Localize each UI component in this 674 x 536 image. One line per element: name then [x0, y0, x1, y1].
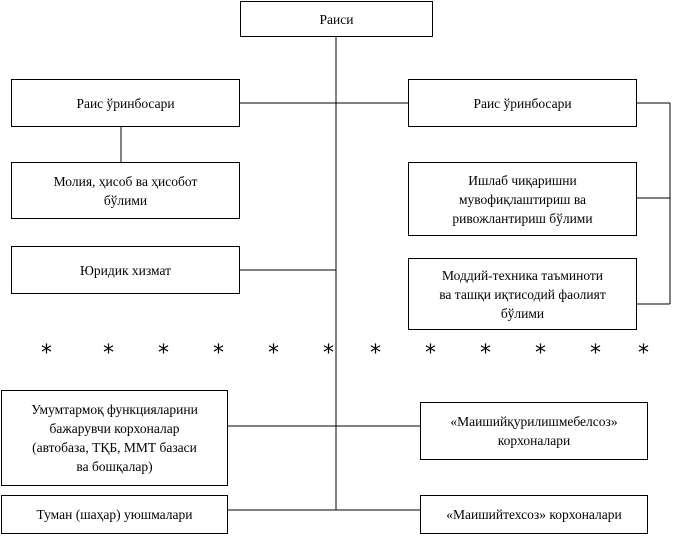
- separator-star: *: [370, 341, 381, 366]
- separator-star: *: [213, 341, 224, 366]
- separator-star: *: [590, 341, 601, 366]
- separator-star: *: [323, 341, 334, 366]
- deputy-left-label: Раис ўринбосари: [76, 95, 175, 111]
- finance-dept-box: Молия, ҳисоб ва ҳисобот бўлими: [11, 162, 240, 219]
- logistics-dept-box: Моддий-техника таъминоти ва ташқи иқтисо…: [408, 258, 637, 330]
- furniture-enterprises-box: «Маишийқурилишмебелсоз» корхоналари: [420, 402, 648, 460]
- district-associations-label: Туман (шаҳар) уюшмалари: [36, 507, 193, 522]
- general-enterprises-label: Умумтармоқ функцияларини бажарувчи корхо…: [31, 402, 198, 474]
- deputy-right-label: Раис ўринбосари: [473, 95, 572, 111]
- furniture-enterprises-label: «Маишийқурилишмебелсоз» корхоналари: [450, 414, 618, 448]
- finance-dept-label: Молия, ҳисоб ва ҳисобот бўлими: [53, 173, 198, 208]
- general-enterprises-box: Умумтармоқ функцияларини бажарувчи корхо…: [1, 390, 228, 486]
- deputy-right-box: Раис ўринбосари: [408, 79, 637, 127]
- chairman-label: Раиси: [319, 11, 354, 27]
- separator-star: *: [41, 341, 52, 366]
- legal-service-label: Юридик хизмат: [80, 262, 171, 278]
- service-enterprises-box: «Маишийтехсоз» корхоналари: [420, 495, 648, 534]
- separator-star: *: [158, 341, 169, 366]
- service-enterprises-label: «Маишийтехсоз» корхоналари: [446, 507, 622, 522]
- production-dept-box: Ишлаб чиқаришни мувофиқлаштириш ва ривож…: [408, 162, 637, 236]
- separator-star: *: [638, 341, 649, 366]
- separator-star: *: [268, 341, 279, 366]
- legal-service-box: Юридик хизмат: [11, 246, 240, 294]
- separator-star: *: [103, 341, 114, 366]
- production-dept-label: Ишлаб чиқаришни мувофиқлаштириш ва ривож…: [452, 172, 593, 226]
- separator-star: *: [480, 341, 491, 366]
- chairman-box: Раиси: [240, 1, 433, 37]
- deputy-left-box: Раис ўринбосари: [11, 79, 240, 127]
- separator-star: *: [425, 341, 436, 366]
- district-associations-box: Туман (шаҳар) уюшмалари: [1, 495, 228, 534]
- separator-star: *: [535, 341, 546, 366]
- logistics-dept-label: Моддий-техника таъминоти ва ташқи иқтисо…: [439, 267, 606, 321]
